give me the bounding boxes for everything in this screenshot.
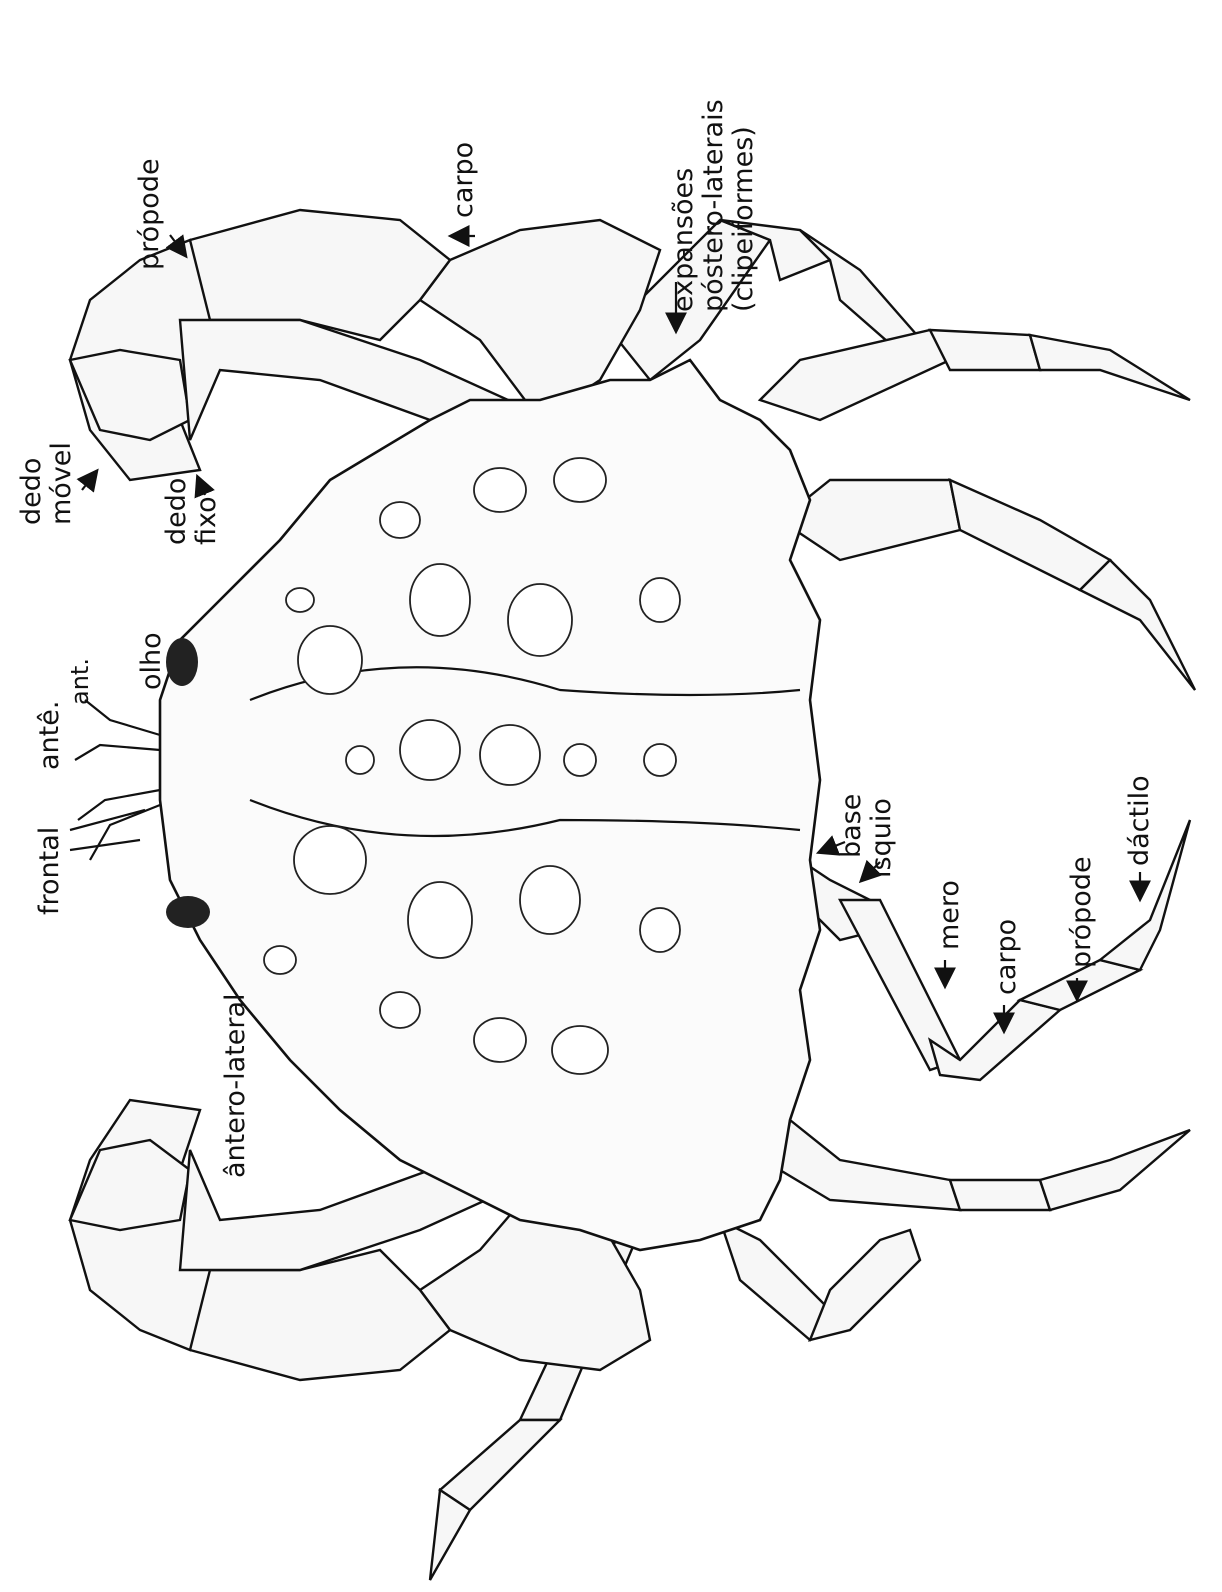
label-propode-top: própode bbox=[134, 158, 165, 270]
label-dedo-fixo-l2: fixo bbox=[191, 496, 222, 545]
label-dedo-movel-l2: móvel bbox=[46, 442, 77, 525]
label-dactilo: dáctilo bbox=[1124, 775, 1155, 866]
antennae bbox=[75, 700, 160, 860]
label-frontal: frontal bbox=[34, 827, 65, 915]
right-eye bbox=[166, 638, 198, 686]
label-ante: antê. bbox=[34, 701, 65, 770]
label-expansoes: expansões póstero-laterais (clipeiformes… bbox=[668, 99, 759, 312]
label-ant: ant. bbox=[66, 658, 94, 705]
label-expansoes-l2: póstero-laterais bbox=[698, 99, 729, 312]
label-mero: mero bbox=[934, 880, 965, 950]
left-eye bbox=[166, 896, 210, 928]
label-antero-lateral: ântero-lateral bbox=[220, 993, 251, 1178]
label-carpo-top: carpo bbox=[448, 142, 479, 218]
label-dedo-fixo: dedo fixo bbox=[161, 478, 222, 545]
label-expansoes-l1: expansões bbox=[668, 168, 699, 312]
label-olho: olho bbox=[136, 632, 167, 690]
label-carpo-leg: carpo bbox=[991, 919, 1022, 995]
label-base: base bbox=[836, 794, 867, 858]
label-dedo-fixo-l1: dedo bbox=[161, 478, 192, 545]
label-expansoes-l3: (clipeiformes) bbox=[728, 126, 759, 312]
label-dedo-movel-l1: dedo bbox=[16, 458, 47, 525]
label-dedo-movel: dedo móvel bbox=[16, 442, 77, 525]
label-propode-leg: própode bbox=[1066, 856, 1097, 968]
label-isquio: isquio bbox=[866, 798, 897, 878]
